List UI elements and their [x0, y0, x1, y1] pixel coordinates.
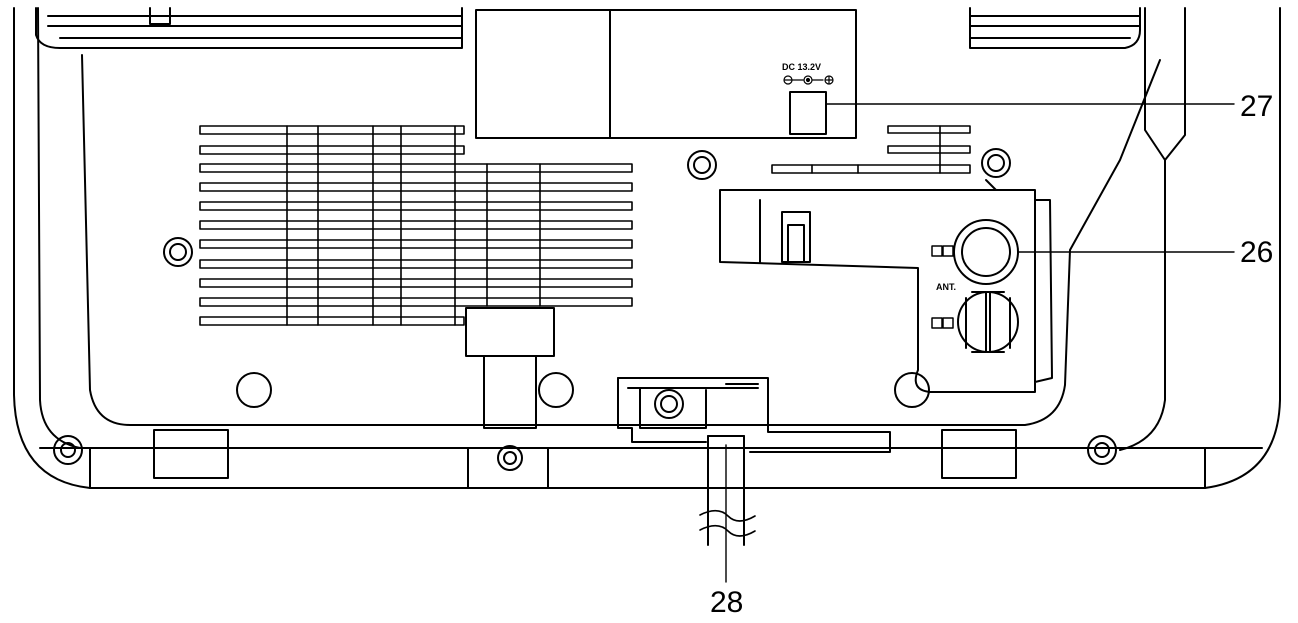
top-left-grille	[35, 7, 463, 49]
right-vent-grille	[771, 125, 971, 174]
main-vent-grille	[199, 125, 633, 326]
polarity-symbol	[783, 75, 834, 85]
cord-clamp	[617, 377, 891, 453]
antenna-label: ANT.	[936, 282, 956, 292]
feet	[153, 372, 1017, 479]
leader-lines	[725, 103, 1235, 583]
power-cord	[699, 435, 756, 546]
body-outline	[13, 7, 1281, 489]
callout-28: 28	[710, 586, 743, 618]
jack-panel	[719, 179, 1053, 393]
callout-27: 27	[1240, 90, 1273, 123]
dc-input-jack	[789, 91, 827, 135]
screw-bosses	[53, 148, 1117, 471]
dc-compartment	[475, 9, 857, 139]
top-right-grille	[969, 7, 1141, 49]
dc-input-label: DC 13.2V	[782, 62, 821, 72]
stand-bracket	[465, 307, 555, 489]
antenna-connector	[931, 291, 1019, 353]
callout-26: 26	[1240, 236, 1273, 269]
